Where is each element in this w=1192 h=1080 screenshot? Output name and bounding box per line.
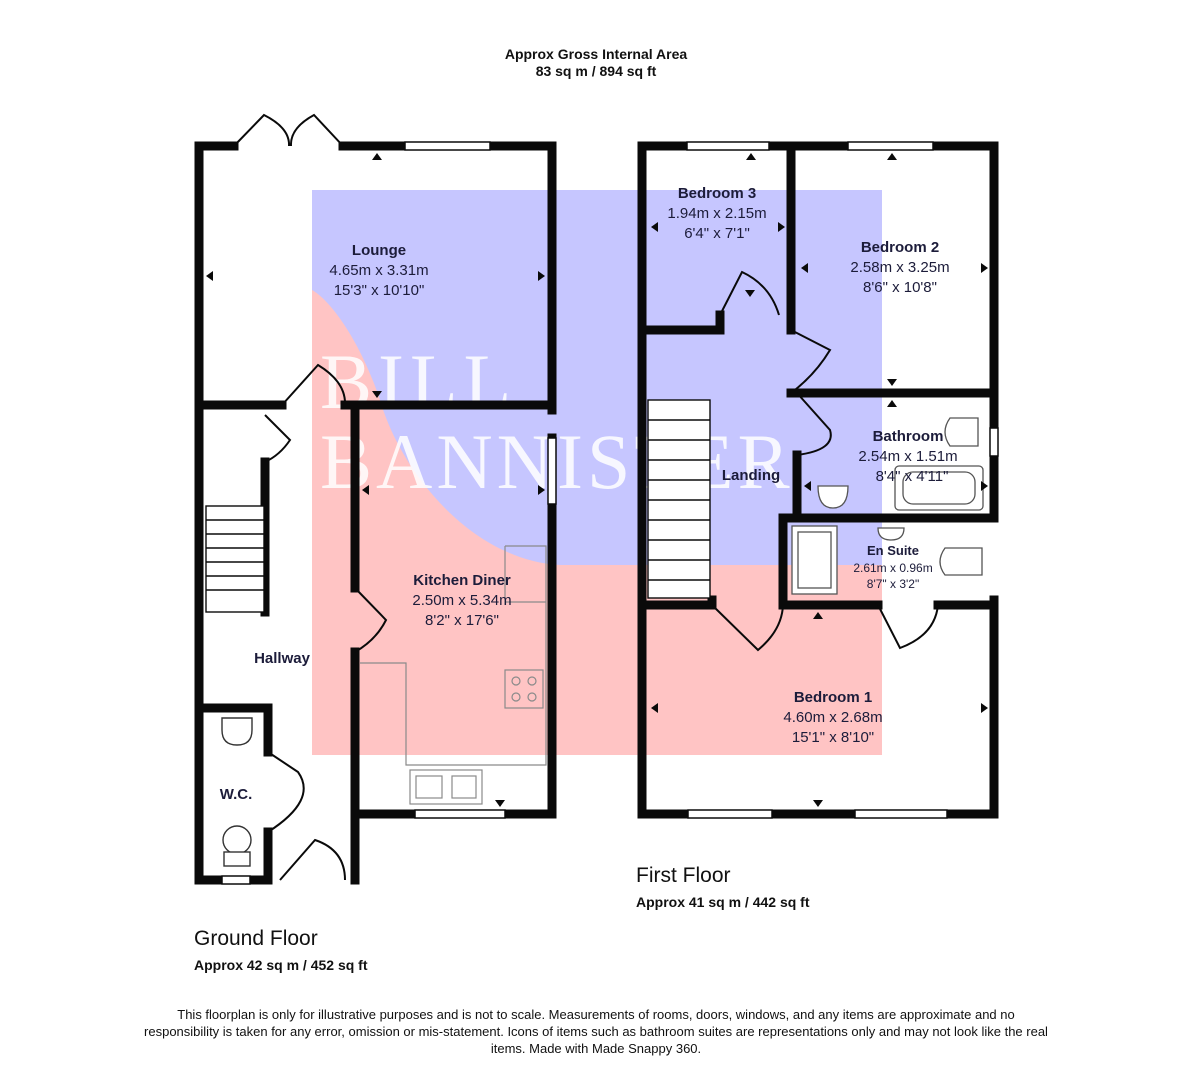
bedroom1-imperial: 15'1" x 8'10" [792, 729, 874, 746]
ground-floor-stairs [205, 505, 265, 613]
area-header: Approx Gross Internal Area 83 sq m / 894… [0, 46, 1192, 80]
ground-floor-windows [221, 141, 557, 885]
first-floor-doors [711, 270, 939, 652]
bedroom3-name: Bedroom 3 [678, 185, 756, 202]
kitchen-name: Kitchen Diner [413, 572, 511, 589]
first-floor-name: First Floor [636, 864, 731, 887]
bedroom3-imperial: 6'4" x 7'1" [684, 225, 750, 242]
bathroom-metric: 2.54m x 1.51m [858, 448, 957, 465]
lounge-imperial: 15'3" x 10'10" [334, 282, 425, 299]
kitchen-fittings [360, 545, 547, 805]
bedroom1-metric: 4.60m x 2.68m [783, 709, 882, 726]
room-bedroom-3: Bedroom 3 1.94m x 2.15m 6'4" x 7'1" [667, 185, 766, 242]
watermark-blue-shape [312, 190, 882, 565]
area-header-value: 83 sq m / 894 sq ft [535, 63, 657, 79]
area-header-title: Approx Gross Internal Area [504, 46, 688, 62]
room-bathroom: Bathroom 2.54m x 1.51m 8'4" x 4'11" [858, 428, 957, 485]
bedroom1-name: Bedroom 1 [794, 689, 872, 706]
hallway-name: Hallway [254, 650, 311, 667]
first-floor-stairs [647, 399, 711, 599]
ensuite-metric: 2.61m x 0.96m [853, 561, 932, 575]
first-floor-windows [686, 141, 999, 819]
lounge-name: Lounge [352, 242, 406, 259]
bathroom-imperial: 8'4" x 4'11" [876, 468, 949, 485]
ground-floor-doors [233, 113, 388, 881]
wc-name: W.C. [220, 786, 253, 803]
bathroom-name: Bathroom [873, 428, 944, 445]
landing-name: Landing [722, 467, 780, 484]
room-en-suite: En Suite 2.61m x 0.96m 8'7" x 3'2" [853, 543, 932, 591]
watermark-line2: BANNISTER [320, 418, 794, 505]
first-floor-label: First Floor Approx 41 sq m / 442 sq ft [636, 864, 810, 910]
bedroom2-metric: 2.58m x 3.25m [850, 259, 949, 276]
room-bedroom-1: Bedroom 1 4.60m x 2.68m 15'1" x 8'10" [783, 689, 882, 746]
ground-floor-label: Ground Floor Approx 42 sq m / 452 sq ft [194, 927, 368, 973]
bedroom3-metric: 1.94m x 2.15m [667, 205, 766, 222]
room-bedroom-2: Bedroom 2 2.58m x 3.25m 8'6" x 10'8" [850, 239, 949, 296]
ground-floor-name: Ground Floor [194, 927, 318, 950]
disclaimer-text: This floorplan is only for illustrative … [144, 1007, 1048, 1056]
ensuite-imperial: 8'7" x 3'2" [867, 577, 919, 591]
wc-fittings [221, 717, 253, 867]
first-floor-area: Approx 41 sq m / 442 sq ft [636, 894, 810, 910]
room-kitchen-diner: Kitchen Diner 2.50m x 5.34m 8'2" x 17'6" [412, 572, 511, 629]
bedroom2-imperial: 8'6" x 10'8" [863, 279, 937, 296]
room-lounge: Lounge 4.65m x 3.31m 15'3" x 10'10" [329, 242, 428, 299]
bedroom2-name: Bedroom 2 [861, 239, 939, 256]
kitchen-metric: 2.50m x 5.34m [412, 592, 511, 609]
ensuite-name: En Suite [867, 543, 919, 558]
ground-floor-area: Approx 42 sq m / 452 sq ft [194, 957, 368, 973]
dimension-arrows [206, 153, 988, 807]
bathroom-fittings [791, 417, 984, 595]
watermark-line1: BILL [320, 338, 517, 425]
lounge-metric: 4.65m x 3.31m [329, 262, 428, 279]
kitchen-imperial: 8'2" x 17'6" [425, 612, 499, 629]
